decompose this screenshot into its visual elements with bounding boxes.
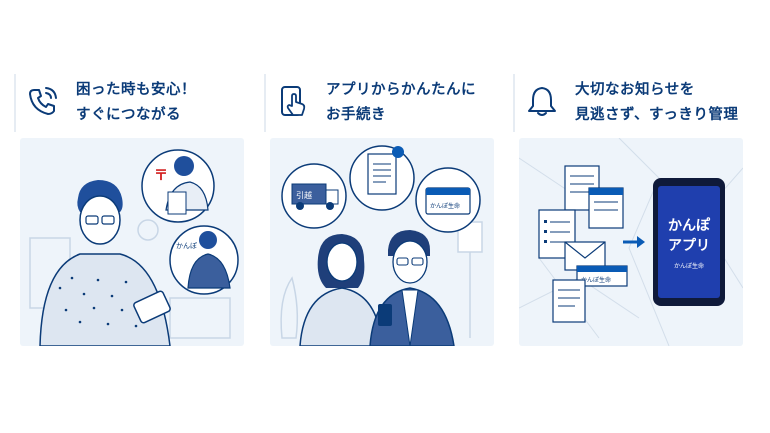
illustration-procedures: 引越 かんぽ生命	[270, 138, 494, 346]
feature-title-line1: アプリからかんたんに	[326, 82, 476, 98]
feature-support: 困った時も安心！ すぐにつながる 〒 かんぽ	[20, 70, 248, 346]
feature-title-line1: 大切なお知らせを	[575, 82, 695, 98]
svg-text:〒: 〒	[154, 168, 168, 184]
feature-notifications: 大切なお知らせを 見逃さず、すっきり管理 かんぽ生命	[519, 70, 747, 346]
caller-label: かんぽ	[176, 242, 197, 250]
card-label: かんぽ生命	[430, 202, 460, 210]
bell-icon	[528, 87, 556, 116]
feature-title-line2: 見逃さず、すっきり管理	[575, 107, 739, 123]
smartphone-tap-icon	[281, 86, 306, 116]
feature-heading: アプリからかんたんに お手続き	[270, 70, 498, 132]
feature-title-line2: お手続き	[326, 107, 386, 123]
illustration-support: 〒 かんぽ	[20, 138, 244, 346]
feature-title-line1: 困った時も安心！	[76, 82, 196, 98]
column-divider	[513, 74, 515, 132]
feature-heading: 大切なお知らせを 見逃さず、すっきり管理	[519, 70, 747, 132]
app-screen	[658, 186, 720, 298]
column-divider	[264, 74, 266, 132]
app-brand: かんぽ生命	[674, 262, 704, 270]
column-divider	[14, 74, 16, 132]
feature-procedures: アプリからかんたんに お手続き 引越 かんぽ生命	[270, 70, 498, 346]
truck-label: 引越	[296, 190, 312, 200]
card-label: かんぽ生命	[581, 276, 611, 284]
app-name-line2: アプリ	[668, 238, 710, 254]
phone-icon	[29, 87, 57, 115]
feature-heading: 困った時も安心！ すぐにつながる	[20, 70, 248, 132]
feature-title-line2: すぐにつながる	[76, 107, 181, 123]
app-name-line1: かんぽ	[668, 217, 711, 234]
illustration-notifications: かんぽ生命 かんぽ アプリ かんぽ生命	[519, 138, 743, 346]
